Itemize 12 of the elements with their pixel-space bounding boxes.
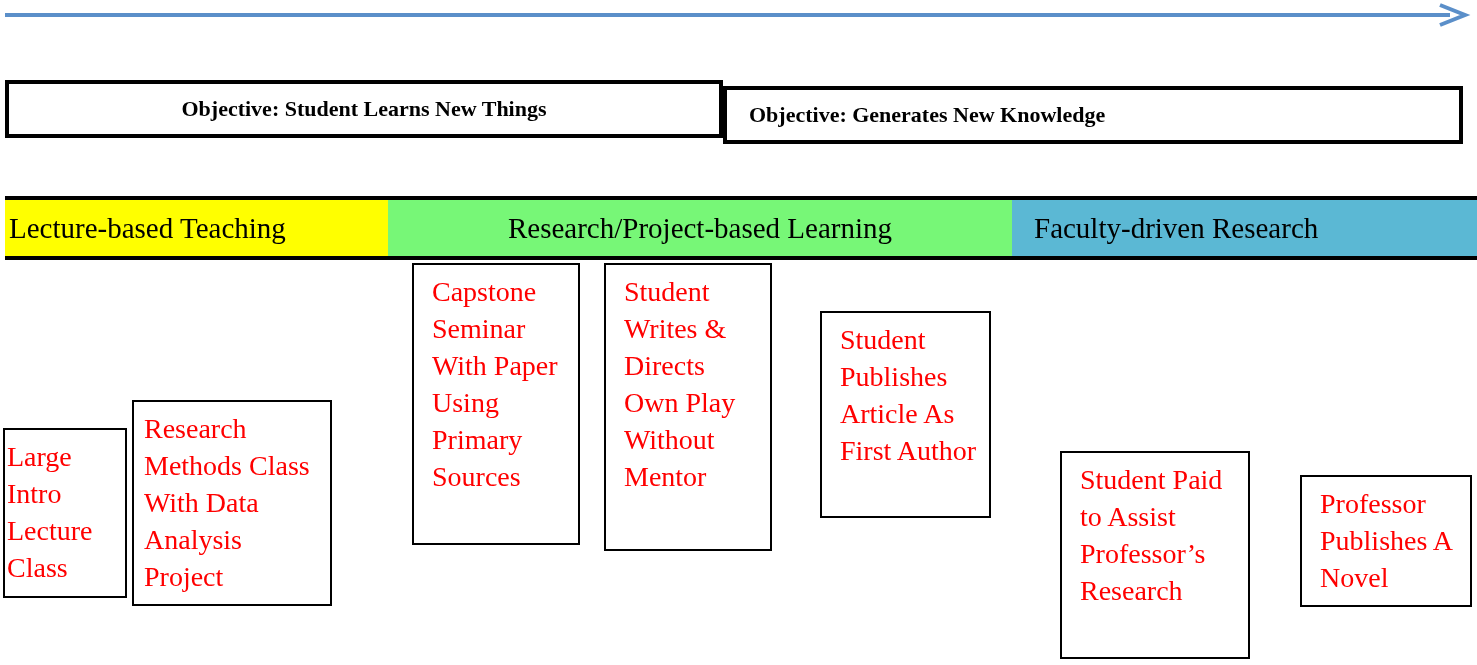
example-box: Student Writes & Directs Own Play Without Mentor xyxy=(604,263,772,551)
category-band: Faculty-driven Research xyxy=(1012,196,1477,260)
example-box: Research Methods Class With Data Analysis Project xyxy=(132,400,332,606)
example-box: Large Intro Lecture Class xyxy=(3,428,127,598)
objective-box: Objective: Student Learns New Things xyxy=(5,80,723,138)
example-box: Professor Publishes A Novel xyxy=(1300,475,1472,607)
category-band: Research/Project-based Learning xyxy=(388,196,1012,260)
example-box: Capstone Seminar With Paper Using Primary Sources xyxy=(412,263,580,545)
category-band: Lecture-based Teaching xyxy=(5,196,388,260)
objective-box: Objective: Generates New Knowledge xyxy=(723,86,1463,144)
example-box: Student Paid to Assist Professor’s Research xyxy=(1060,451,1250,659)
example-box: Student Publishes Article As First Author xyxy=(820,311,991,518)
